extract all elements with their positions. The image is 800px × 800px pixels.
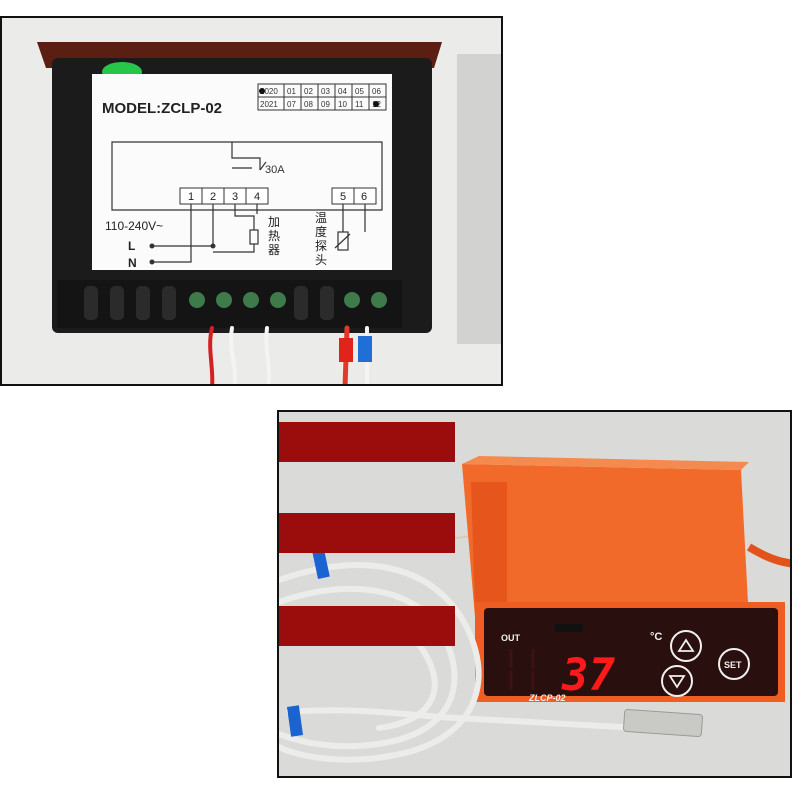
- front-panel-illustration: OUT 37 °C SET ZLCP-02: [279, 412, 790, 776]
- date-cell: 2021: [260, 100, 278, 109]
- relay-rating: 30A: [265, 164, 285, 176]
- background-panel: [457, 54, 501, 344]
- date-cell: 07: [287, 100, 296, 109]
- terminal-number: 3: [232, 191, 238, 203]
- rear-label-illustration: MODEL:ZCLP-02 2020 01 02 03 04 05 06 202…: [2, 18, 501, 384]
- blue-cable-tie: [312, 549, 330, 579]
- probe-char: 头: [315, 253, 327, 267]
- probe-char: 温: [315, 211, 327, 225]
- terminal-screws: [189, 292, 387, 308]
- led-digit-dim: [509, 649, 535, 690]
- terminal-block-left: 1 2 3 4: [179, 187, 269, 205]
- probe-char: 探: [315, 239, 327, 253]
- temperature-reading: 37: [561, 650, 615, 701]
- heater-label: 加 热 器: [268, 215, 280, 257]
- out-label: OUT: [501, 633, 521, 643]
- wiring-schematic: [111, 141, 383, 211]
- date-code-grid: 2020 01 02 03 04 05 06 2021 07 08 09 10 …: [257, 83, 387, 111]
- probe-label: 温 度 探 头: [315, 211, 327, 267]
- blue-crimp-terminal: [358, 336, 372, 362]
- wiring-label: [92, 74, 392, 270]
- set-button[interactable]: SET: [718, 648, 750, 680]
- terminal-number: 1: [188, 191, 194, 203]
- date-cell: 04: [338, 87, 347, 96]
- date-cell: 02: [304, 87, 313, 96]
- terminal-number: 6: [361, 191, 367, 203]
- redaction-bar: [279, 513, 455, 553]
- red-crimp-terminal: [339, 338, 353, 362]
- steel-probe: [623, 709, 703, 737]
- front-model-label: ZLCP-02: [528, 693, 566, 703]
- line-label: L: [128, 239, 135, 253]
- controller-side-face: [471, 482, 507, 610]
- date-cell: 11: [355, 100, 364, 109]
- neutral-label: N: [128, 256, 137, 270]
- terminal-number: 4: [254, 191, 260, 203]
- redaction-bar: [279, 606, 455, 646]
- date-cell: 2020: [260, 87, 278, 96]
- controller-top-face: [462, 464, 749, 622]
- down-arrow-icon: [668, 675, 686, 689]
- up-arrow-icon: [677, 638, 695, 652]
- controller-top-edge: [462, 456, 749, 470]
- set-button-label: SET: [724, 660, 742, 670]
- voltage-label: 110-240V~: [105, 219, 163, 233]
- terminal-number: 2: [210, 191, 216, 203]
- heater-char: 器: [268, 243, 280, 257]
- indicator-slot: [555, 624, 583, 632]
- unit-label: °C: [650, 631, 662, 643]
- blue-cable-tie: [286, 705, 304, 737]
- up-button[interactable]: [670, 630, 702, 662]
- date-cell: 08: [304, 100, 313, 109]
- heater-char: 热: [268, 229, 280, 243]
- probe-char: 度: [315, 224, 327, 239]
- model-label: MODEL:ZCLP-02: [102, 100, 222, 117]
- terminal-number: 5: [340, 191, 346, 203]
- terminal-block-right: 5 6: [331, 187, 377, 205]
- front-panel-photo: OUT 37 °C SET ZLCP-02: [277, 410, 792, 778]
- date-cell: 06: [372, 87, 381, 96]
- date-cell: 09: [321, 100, 330, 109]
- orange-cable: [746, 543, 790, 568]
- heater-char: 加: [268, 215, 280, 229]
- down-button[interactable]: [661, 665, 693, 697]
- date-cell: 03: [321, 87, 330, 96]
- redaction-bar: [279, 422, 455, 462]
- date-cell: 10: [338, 100, 347, 109]
- display-panel: [484, 608, 778, 696]
- terminal-slots: [84, 286, 334, 320]
- rear-label-photo: MODEL:ZCLP-02 2020 01 02 03 04 05 06 202…: [0, 16, 503, 386]
- date-cell: 05: [355, 87, 364, 96]
- date-cell: 01: [287, 87, 296, 96]
